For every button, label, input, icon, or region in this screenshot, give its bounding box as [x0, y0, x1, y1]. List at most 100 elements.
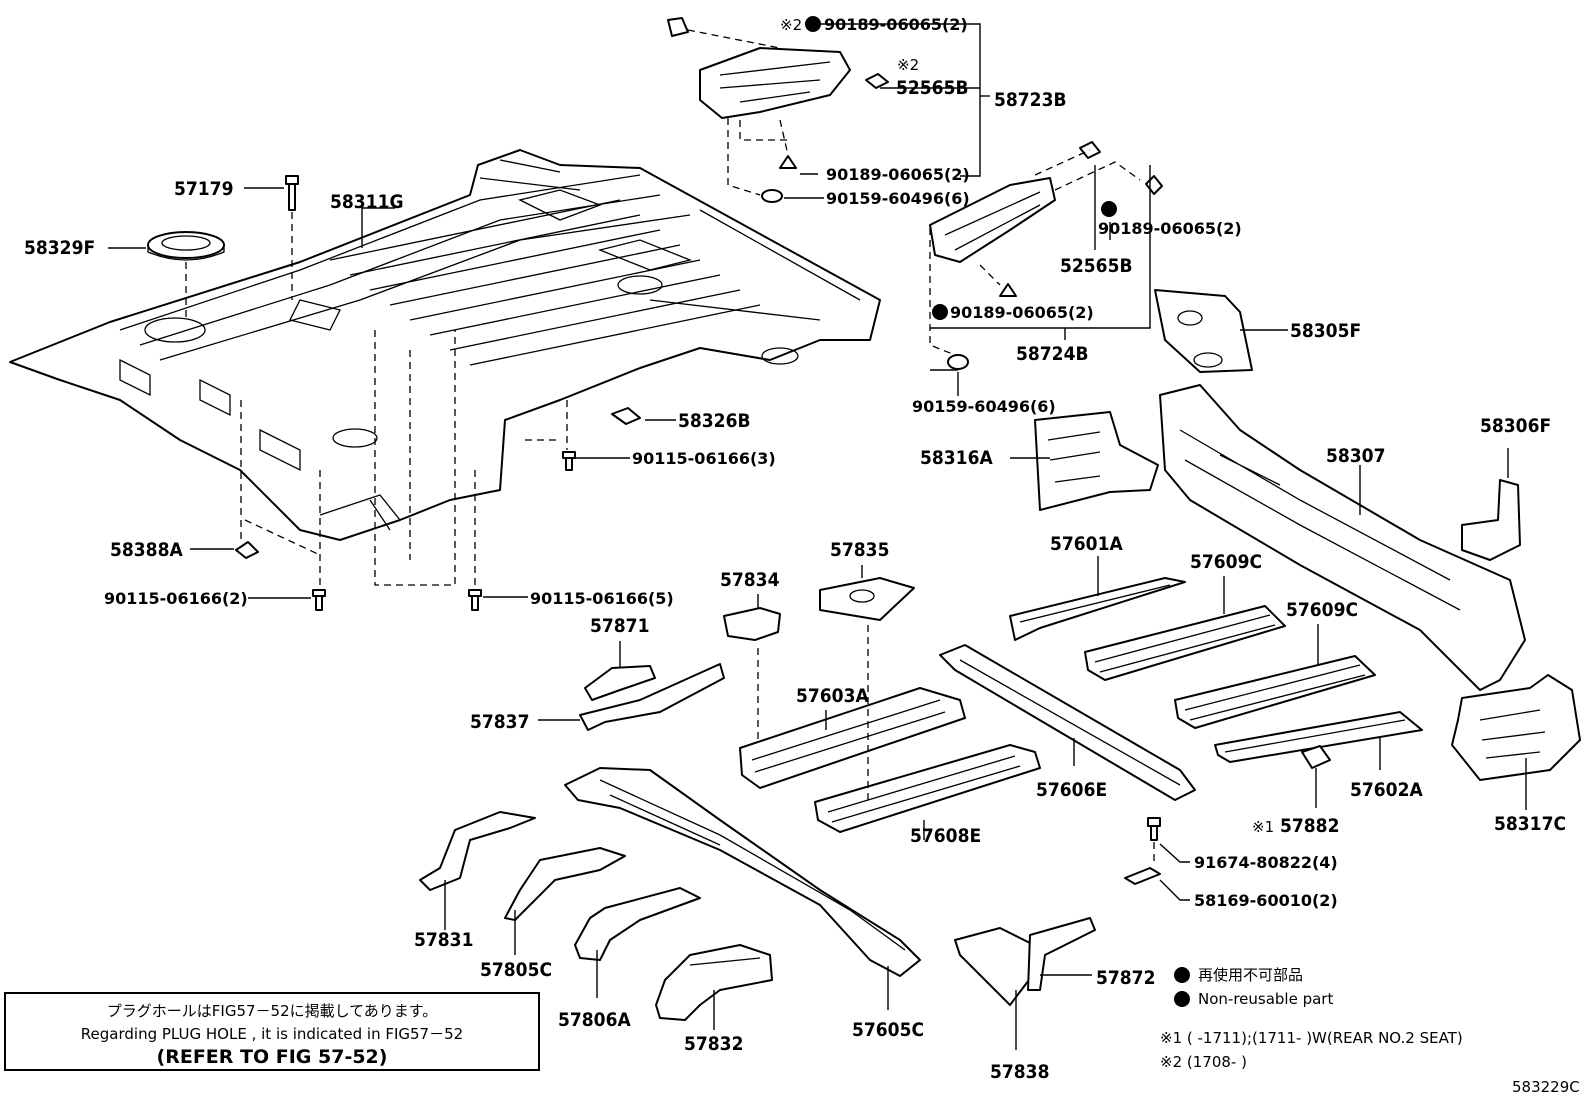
legend-dot-en	[1174, 991, 1190, 1007]
label-57608E[interactable]: 57608E	[910, 825, 981, 847]
brace-57834[interactable]	[723, 607, 781, 641]
clip-52565B-a[interactable]	[865, 73, 889, 89]
label-57838[interactable]: 57838	[990, 1061, 1049, 1083]
panel-58317C[interactable]	[1451, 674, 1581, 781]
bolt-91674-80822[interactable]	[1147, 817, 1161, 841]
bracket-57871[interactable]	[584, 665, 656, 701]
label-57832[interactable]: 57832	[684, 1033, 743, 1055]
mark-note2-b: ※2	[897, 56, 919, 74]
plate-57835[interactable]	[819, 577, 915, 621]
label-57872[interactable]: 57872	[1096, 967, 1155, 989]
rail-58307[interactable]	[1159, 384, 1526, 691]
nut-90189-06065-c[interactable]	[1145, 175, 1163, 195]
bracket-57806A[interactable]	[574, 887, 701, 961]
label-90115-06166-2[interactable]: 90115-06166(2)	[104, 589, 248, 608]
bracket-57805C[interactable]	[504, 847, 626, 921]
legend-dot-jp	[1174, 967, 1190, 983]
nonreusable-dot-d	[932, 304, 948, 320]
sidemember-57605C[interactable]	[564, 767, 921, 977]
label-58316A[interactable]: 58316A	[920, 447, 993, 469]
label-90115-06166-3[interactable]: 90115-06166(3)	[632, 449, 776, 468]
panel-58305F[interactable]	[1154, 289, 1253, 373]
label-57805C[interactable]: 57805C	[480, 959, 552, 981]
clip-58326B[interactable]	[611, 407, 641, 425]
floor-pan-58311G[interactable]	[9, 149, 881, 541]
label-57609C-b[interactable]: 57609C	[1286, 599, 1358, 621]
crossmember-57609C-b[interactable]	[1174, 655, 1376, 729]
plug-hole-note: プラグホールはFIG57－52に掲載してあります。 Regarding PLUG…	[4, 992, 540, 1071]
label-91674-80822[interactable]: 91674-80822(4)	[1194, 853, 1338, 872]
bracket-57831[interactable]	[419, 811, 536, 891]
label-58724B[interactable]: 58724B	[1016, 343, 1089, 365]
label-57605C[interactable]: 57605C	[852, 1019, 924, 1041]
panel-58316A[interactable]	[1034, 411, 1159, 511]
label-58317C[interactable]: 58317C	[1494, 813, 1566, 835]
reinforcement-57608E[interactable]	[814, 744, 1041, 833]
label-57601A[interactable]: 57601A	[1050, 533, 1123, 555]
label-58169-60010[interactable]: 58169-60010(2)	[1194, 891, 1338, 910]
mark-note1: ※1	[1252, 818, 1274, 836]
part-labels: 57179 58311G 58329F 58326B 90115-06166(3…	[24, 15, 1566, 1083]
reinforcement-57603A[interactable]	[739, 687, 966, 789]
bolt-90115-06166-3[interactable]	[562, 451, 576, 471]
label-57835[interactable]: 57835	[830, 539, 889, 561]
note-refer-link[interactable]: (REFER TO FIG 57-52)	[156, 1046, 388, 1068]
bracket-58724B[interactable]	[929, 177, 1056, 263]
bolt-90115-06166-5[interactable]	[468, 589, 482, 611]
crossmember-57606E[interactable]	[939, 644, 1196, 801]
label-58388A[interactable]: 58388A	[110, 539, 183, 561]
legend-en: Non-reusable part	[1198, 990, 1333, 1008]
label-52565B-b[interactable]: 52565B	[1060, 255, 1133, 277]
bracket-57882[interactable]	[1301, 745, 1331, 769]
label-57837[interactable]: 57837	[470, 711, 529, 733]
label-58311G[interactable]: 58311G	[330, 191, 404, 213]
bracket-57872[interactable]	[1027, 917, 1096, 991]
crossmember-57601A[interactable]	[1009, 577, 1186, 641]
bolt-57179[interactable]	[285, 175, 299, 211]
nut-90189-06065-b[interactable]	[779, 155, 797, 169]
label-57882[interactable]: 57882	[1280, 815, 1339, 837]
bracket-57838[interactable]	[954, 927, 1041, 1006]
nut-58169-60010[interactable]	[1124, 867, 1161, 885]
label-58307[interactable]: 58307	[1326, 445, 1385, 467]
label-57602A[interactable]: 57602A	[1350, 779, 1423, 801]
label-90189-06065-b[interactable]: 90189-06065(2)	[826, 165, 970, 184]
label-57871[interactable]: 57871	[590, 615, 649, 637]
label-58306F[interactable]: 58306F	[1480, 415, 1551, 437]
nonreusable-dot-c	[1101, 201, 1117, 217]
label-52565B-a[interactable]: 52565B	[896, 77, 969, 99]
label-90189-06065-a[interactable]: 90189-06065(2)	[824, 15, 968, 34]
legend-note2: ※2 (1708- )	[1160, 1053, 1247, 1071]
label-90159-60496-b[interactable]: 90159-60496(6)	[912, 397, 1056, 416]
nonreusable-dot-a	[805, 16, 821, 32]
nut-90159-60496-a[interactable]	[761, 189, 783, 203]
legend-note1: ※1 ( -1711);(1711- )W(REAR NO.2 SEAT)	[1160, 1029, 1463, 1047]
label-58329F[interactable]: 58329F	[24, 237, 95, 259]
nut-90189-06065-d[interactable]	[999, 283, 1017, 297]
label-57603A[interactable]: 57603A	[796, 685, 869, 707]
label-58305F[interactable]: 58305F	[1290, 320, 1361, 342]
crossmember-57609C-a[interactable]	[1084, 605, 1286, 681]
label-90115-06166-5[interactable]: 90115-06166(5)	[530, 589, 674, 608]
clip-58388A[interactable]	[235, 541, 259, 559]
label-57609C-a[interactable]: 57609C	[1190, 551, 1262, 573]
label-58723B[interactable]: 58723B	[994, 89, 1067, 111]
bracket-58306F[interactable]	[1461, 479, 1521, 561]
crossmember-57602A[interactable]	[1214, 711, 1423, 763]
bracket-57832[interactable]	[655, 944, 773, 1021]
nut-90159-60496-b[interactable]	[947, 354, 969, 370]
label-57834[interactable]: 57834	[720, 569, 780, 591]
label-90159-60496-a[interactable]: 90159-60496(6)	[826, 189, 970, 208]
bracket-57837[interactable]	[579, 663, 725, 731]
label-57606E[interactable]: 57606E	[1036, 779, 1107, 801]
label-90189-06065-c[interactable]: 90189-06065(2)	[1098, 219, 1242, 238]
label-57806A[interactable]: 57806A	[558, 1009, 631, 1031]
label-58326B[interactable]: 58326B	[678, 410, 751, 432]
grommet-58329F[interactable]	[147, 231, 225, 261]
label-57831[interactable]: 57831	[414, 929, 473, 951]
label-57179[interactable]: 57179	[174, 178, 233, 200]
bolt-90115-06166-2[interactable]	[312, 589, 326, 611]
bracket-58723B[interactable]	[667, 17, 851, 119]
label-90189-06065-d[interactable]: 90189-06065(2)	[950, 303, 1094, 322]
